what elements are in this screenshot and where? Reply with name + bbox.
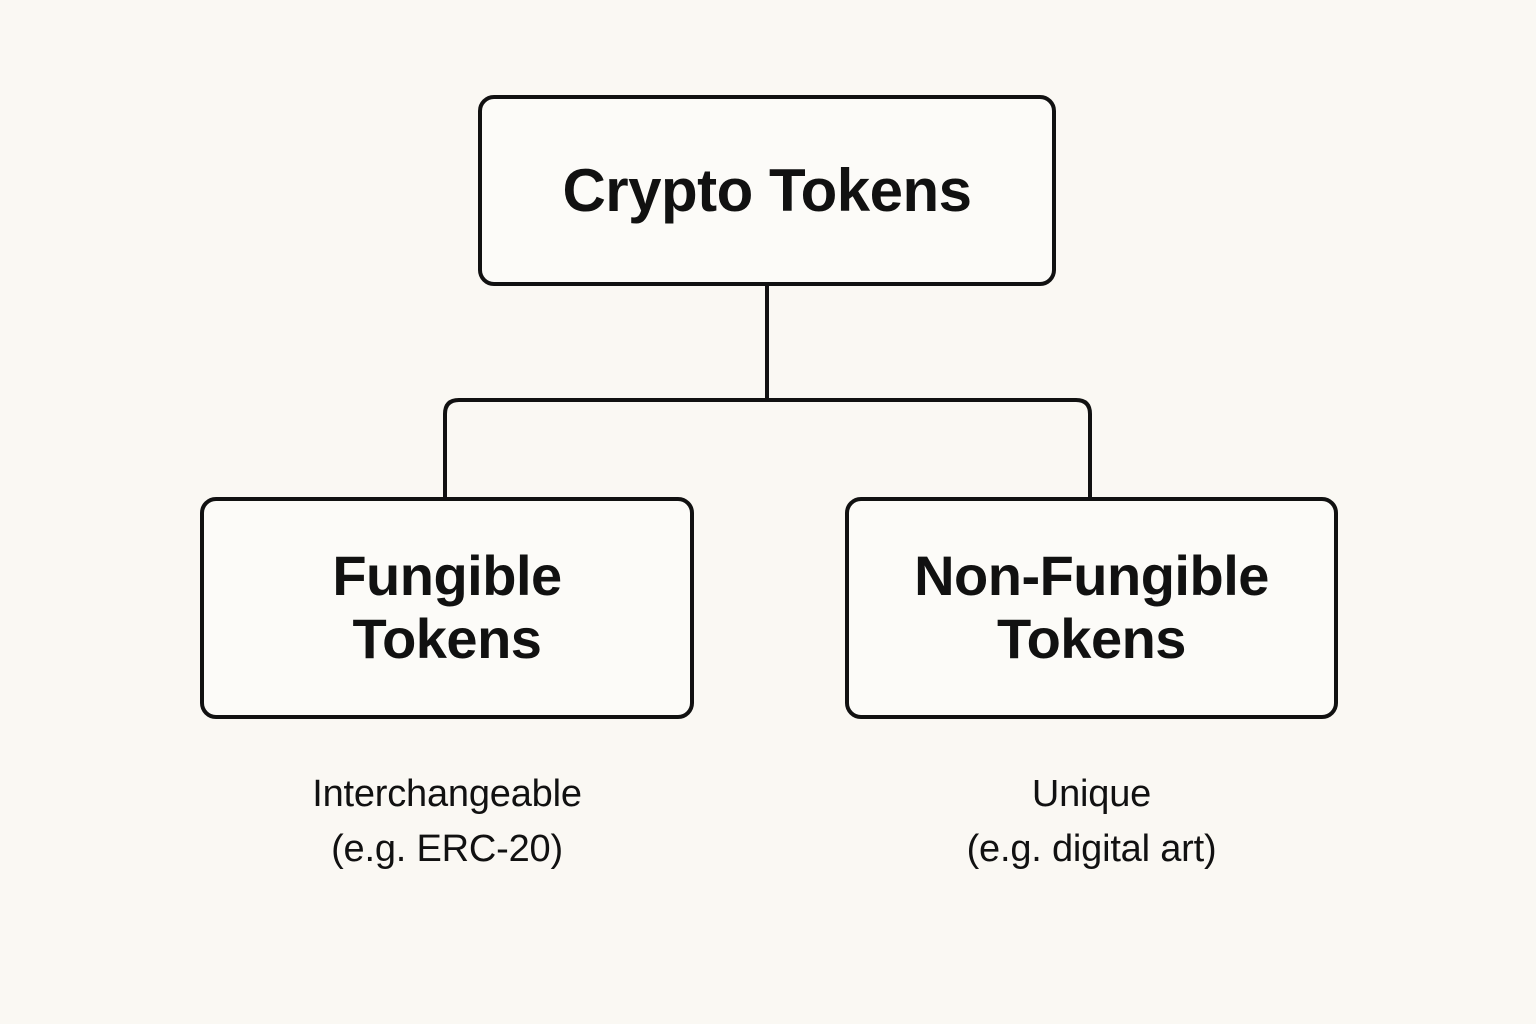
node-crypto-tokens-label: Crypto Tokens — [562, 156, 972, 224]
caption-non-fungible-tokens: Unique (e.g. digital art) — [845, 767, 1338, 878]
connector-branch-right — [767, 398, 1092, 497]
caption-fungible-line-2: (e.g. ERC-20) — [331, 828, 563, 871]
node-non-fungible-tokens[interactable]: Non-Fungible Tokens — [845, 497, 1338, 719]
caption-fungible-tokens: Interchangeable (e.g. ERC-20) — [200, 767, 694, 878]
caption-non-fungible-line-1: Unique — [1031, 773, 1152, 815]
node-fungible-tokens-label: Fungible Tokens — [332, 544, 562, 670]
node-crypto-tokens[interactable]: Crypto Tokens — [478, 95, 1056, 286]
caption-non-fungible-line-2: (e.g. digital art) — [966, 828, 1217, 871]
node-fungible-tokens[interactable]: Fungible Tokens — [200, 497, 694, 719]
caption-fungible-line-1: Interchangeable — [312, 773, 582, 815]
node-non-fungible-tokens-label: Non-Fungible Tokens — [914, 544, 1269, 670]
connector-branch-left — [443, 398, 767, 497]
